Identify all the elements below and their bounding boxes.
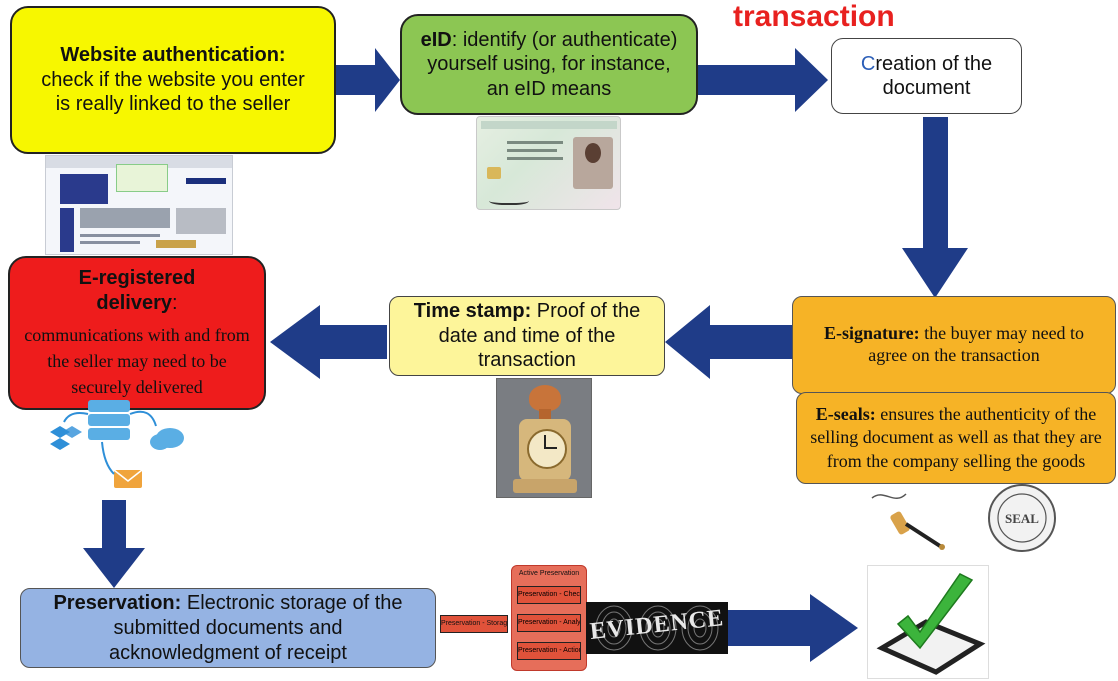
eid-box: eID: identify (or authenticate) yourself… [400,14,698,115]
eid-text: : identify (or authenticate) yourself us… [427,28,678,100]
company-seal-image: SEAL [988,484,1056,552]
e-seals-heading: E-seals: [815,403,876,424]
e-seals-box: E-seals: ensures the authenticity of the… [796,392,1116,484]
preservation-text: Electronic storage of the submitted docu… [109,591,403,664]
creation-box: Creation of the document [831,38,1022,114]
website-auth-heading: Website authentication: [60,44,286,67]
preservation-storage-box: Preservation - Storage [440,615,508,633]
arrow-left-1 [665,305,792,379]
arrow-right-1 [335,48,400,112]
e-registered-delivery-box: E-registered delivery: communications wi… [8,256,266,410]
preservation-analyse-item: Preservation - Analyse [517,614,581,632]
time-stamp-box: Time stamp: Proof of the date and time o… [389,296,665,376]
seal-label: SEAL [1005,511,1039,526]
arrow-down-1 [902,117,968,298]
time-stamp-text: Proof of the date and time of the transa… [438,300,641,372]
e-signature-text: the buyer may need to agree on the trans… [868,323,1085,365]
creation-first-letter: C [860,52,876,75]
stamp-image [496,378,592,498]
time-stamp-heading: Time stamp: [413,300,532,323]
e-registered-colon: : [172,291,178,314]
preservation-check-item: Preservation - Check [517,586,581,604]
e-signature-heading: E-signature: [823,323,920,344]
website-authentication-box: Website authentication: check if the web… [10,6,336,154]
active-preservation-group: Active Preservation Preservation - Check… [511,565,587,671]
checkmark-image [867,565,989,679]
active-preservation-title: Active Preservation [518,570,580,577]
arrow-left-2 [270,305,387,379]
e-signature-box: E-signature: the buyer may need to agree… [792,296,1116,394]
evidence-image: EVIDENCE [586,602,728,654]
preservation-heading: Preservation: [53,591,182,614]
diagram-title: transaction [733,0,895,33]
e-registered-heading-2: delivery [96,291,173,314]
eid-heading: eID [420,28,452,51]
creation-text: reation of the document [875,52,993,99]
preservation-action-item: Preservation - Action [517,642,581,660]
pen-signature-image [871,493,945,550]
storage-icons-image [50,400,184,488]
eid-card-image [476,116,621,210]
website-auth-text: check if the website you enter is really… [41,68,305,116]
arrow-right-2 [698,48,828,112]
e-registered-text: communications with and from the seller … [24,324,250,398]
arrow-right-3 [728,594,858,662]
arrow-down-2 [83,500,145,588]
e-registered-heading-1: E-registered [78,266,196,289]
website-screenshot-image [45,155,233,255]
preservation-box: Preservation: Electronic storage of the … [20,588,436,668]
e-seals-text: ensures the authenticity of the selling … [810,403,1102,471]
